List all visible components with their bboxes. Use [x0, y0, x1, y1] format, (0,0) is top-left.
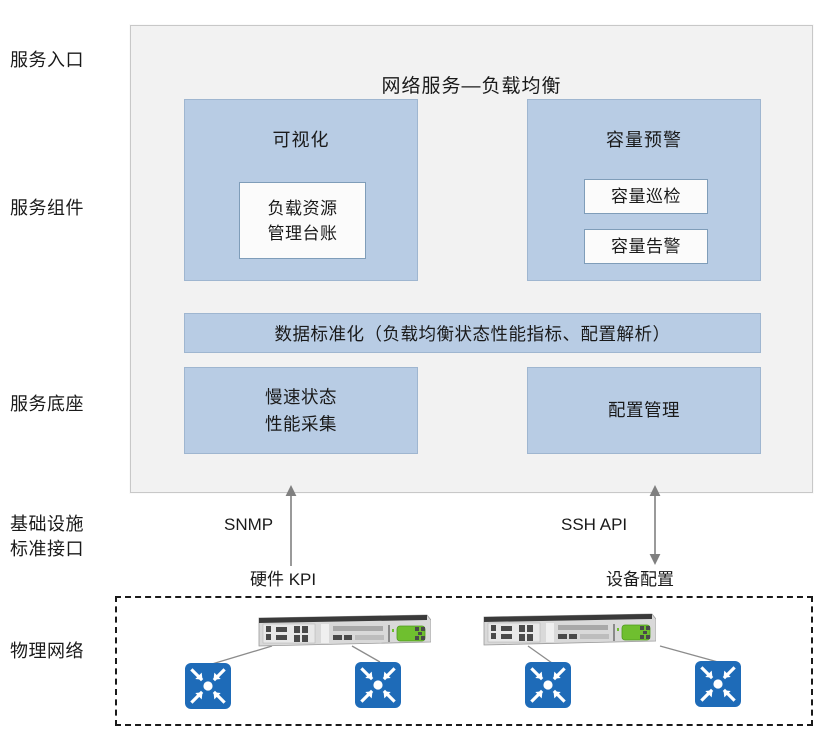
component-capacity-alert-title: 容量预警 — [606, 130, 682, 150]
tier-label-infrastructure-interface: 基础设施 标准接口 — [10, 514, 84, 559]
network-switch-icon-4[interactable] — [694, 660, 742, 708]
service-container: 网络服务—负载均衡 可视化 负载资源 管理台账 容量预警 容量巡检 容量告警 数… — [130, 25, 813, 493]
tier-label-service-entry: 服务入口 — [10, 50, 84, 70]
tier-label-service-base: 服务底座 — [10, 394, 84, 414]
network-switch-icon-1[interactable] — [184, 662, 232, 710]
interface-payload-hardware-kpi: 硬件 KPI — [250, 570, 317, 589]
interface-payload-device-config: 设备配置 — [606, 570, 674, 589]
arrow-up-down-icon-ssh-api — [649, 485, 661, 565]
card-capacity-warning[interactable]: 容量告警 — [584, 229, 708, 264]
service-title: 网络服务—负载均衡 — [381, 76, 562, 97]
component-capacity-alert[interactable]: 容量预警 容量巡检 容量告警 — [527, 99, 761, 281]
network-switch-icon-2[interactable] — [354, 661, 402, 709]
component-visualization[interactable]: 可视化 负载资源 管理台账 — [184, 99, 418, 281]
card-capacity-inspection[interactable]: 容量巡检 — [584, 179, 708, 214]
component-visualization-title: 可视化 — [272, 130, 330, 150]
card-load-resource-ledger[interactable]: 负载资源 管理台账 — [239, 182, 366, 259]
rack-appliance-icon-2[interactable] — [480, 611, 656, 647]
interface-protocol-ssh-api: SSH API — [561, 515, 628, 534]
tier-label-service-components: 服务组件 — [10, 198, 84, 218]
arrow-up-icon-snmp — [285, 485, 297, 566]
data-standardization-bar[interactable]: 数据标准化（负载均衡状态性能指标、配置解析） — [184, 313, 761, 353]
physical-network-boundary — [115, 596, 813, 726]
tier-label-physical-network: 物理网络 — [10, 641, 84, 661]
base-box-slow-state-collection[interactable]: 慢速状态 性能采集 — [184, 367, 418, 454]
rack-appliance-icon-1[interactable] — [255, 612, 431, 648]
base-box-config-management[interactable]: 配置管理 — [527, 367, 761, 454]
network-switch-icon-3[interactable] — [524, 661, 572, 709]
interface-protocol-snmp: SNMP — [224, 515, 274, 534]
